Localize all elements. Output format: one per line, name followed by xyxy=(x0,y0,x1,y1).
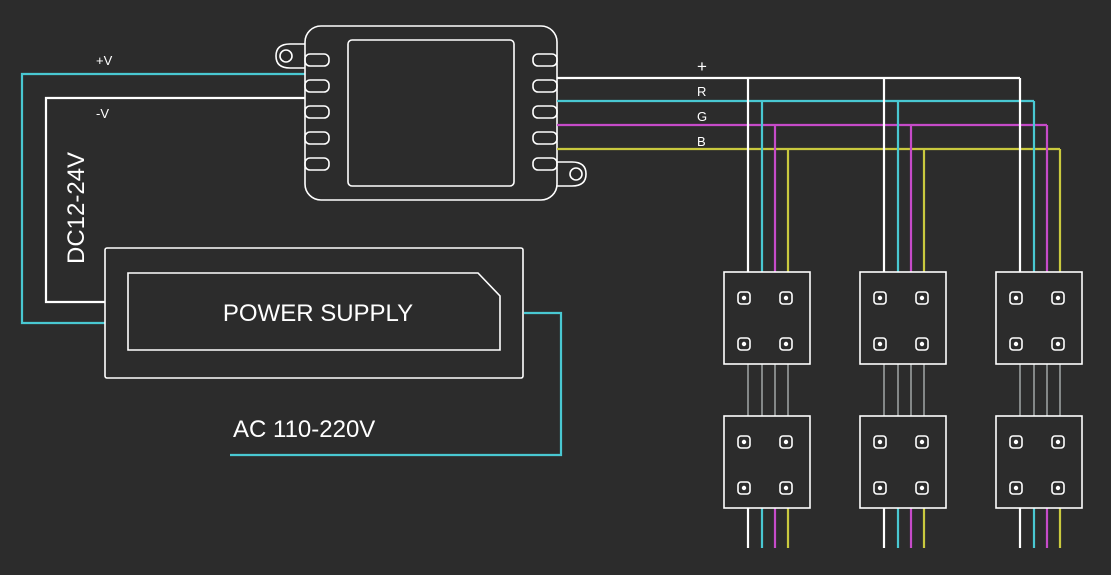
power-supply-body xyxy=(104,247,524,379)
led-chip xyxy=(1051,337,1065,351)
led-chip-dot xyxy=(877,295,883,301)
led-chip xyxy=(873,337,887,351)
led-module-body xyxy=(723,271,811,365)
led-chip xyxy=(915,481,929,495)
output-b-label: B xyxy=(697,134,706,149)
led-module-r1-c3 xyxy=(995,271,1083,365)
led-chip xyxy=(779,291,793,305)
led-chip xyxy=(873,481,887,495)
led-chip-dot xyxy=(1013,295,1019,301)
led-chip-dot xyxy=(783,485,789,491)
led-module-r2-c1 xyxy=(723,415,811,509)
led-module-body xyxy=(859,415,947,509)
led-chip xyxy=(1051,291,1065,305)
power-supply-label-plate xyxy=(127,272,501,351)
plus-v-label: +V xyxy=(96,53,113,68)
led-chip xyxy=(1009,337,1023,351)
led-chip xyxy=(873,435,887,449)
controller-mounting-ear-right xyxy=(557,161,587,187)
led-chip xyxy=(779,435,793,449)
led-modules xyxy=(723,271,1083,509)
led-chip-dot xyxy=(1055,341,1061,347)
led-module-body xyxy=(859,271,947,365)
negative-input-wire xyxy=(44,96,305,304)
led-chip xyxy=(915,435,929,449)
led-chip xyxy=(1009,481,1023,495)
led-chip-dot xyxy=(1013,439,1019,445)
led-module-r2-c2 xyxy=(859,415,947,509)
output-g-label: G xyxy=(697,109,707,124)
led-chip-dot xyxy=(741,485,747,491)
led-chip xyxy=(1051,435,1065,449)
led-chip-dot xyxy=(1013,485,1019,491)
led-chip-dot xyxy=(877,485,883,491)
led-chip-dot xyxy=(919,341,925,347)
led-chip xyxy=(1009,435,1023,449)
dc-voltage-label: DC12-24V xyxy=(63,152,90,264)
led-chip-dot xyxy=(783,295,789,301)
led-module-r2-c3 xyxy=(995,415,1083,509)
power-supply: POWER SUPPLY xyxy=(104,247,524,379)
controller-body xyxy=(304,25,558,201)
led-chip-dot xyxy=(783,439,789,445)
led-chip-dot xyxy=(741,341,747,347)
output-plus-label: + xyxy=(697,57,707,76)
led-chip-dot xyxy=(783,341,789,347)
led-chip-dot xyxy=(1055,295,1061,301)
led-module-body xyxy=(723,415,811,509)
dc-input-wires xyxy=(20,72,305,325)
led-chip xyxy=(737,337,751,351)
minus-v-label: -V xyxy=(96,106,109,121)
led-chip-dot xyxy=(1055,439,1061,445)
led-chip xyxy=(873,291,887,305)
power-supply-label: POWER SUPPLY xyxy=(223,300,413,327)
led-chip xyxy=(737,291,751,305)
ac-input-wire xyxy=(230,311,563,457)
led-chip-dot xyxy=(741,295,747,301)
led-module-body xyxy=(995,415,1083,509)
ac-voltage-label: AC 110-220V xyxy=(233,416,375,443)
led-chip-dot xyxy=(741,439,747,445)
led-chip xyxy=(1051,481,1065,495)
led-chip-dot xyxy=(1013,341,1019,347)
led-module-body xyxy=(995,271,1083,365)
rgb-controller xyxy=(275,25,587,201)
led-chip xyxy=(737,481,751,495)
led-chip-dot xyxy=(919,295,925,301)
led-chip xyxy=(915,291,929,305)
led-chip xyxy=(915,337,929,351)
controller-window xyxy=(347,39,515,187)
led-chip-dot xyxy=(877,341,883,347)
led-chip xyxy=(737,435,751,449)
controller-mounting-ear-left xyxy=(275,43,305,69)
led-drop-wires xyxy=(746,78,1062,548)
positive-input-wire xyxy=(20,72,305,325)
controller-left-terminals xyxy=(304,53,330,171)
controller-right-terminals xyxy=(532,53,558,171)
led-module-r1-c2 xyxy=(859,271,947,365)
led-chip-dot xyxy=(877,439,883,445)
led-chip-dot xyxy=(919,439,925,445)
led-chip xyxy=(779,481,793,495)
led-chip xyxy=(1009,291,1023,305)
led-chip-dot xyxy=(919,485,925,491)
output-r-label: R xyxy=(697,84,706,99)
output-buses xyxy=(557,76,1060,151)
led-module-r1-c1 xyxy=(723,271,811,365)
led-chip-dot xyxy=(1055,485,1061,491)
led-chip xyxy=(779,337,793,351)
